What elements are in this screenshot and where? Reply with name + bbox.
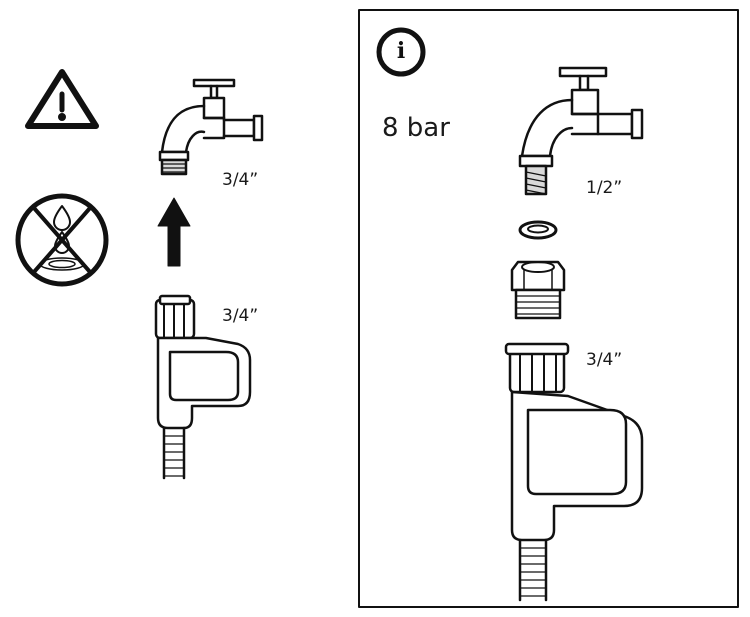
info-circle-icon — [376, 27, 426, 77]
hose-connector-left — [154, 294, 252, 480]
tap-right — [518, 66, 644, 196]
tap-thread-size-label-left: 3/4” — [222, 170, 259, 190]
hose-thread-size-label-right: 3/4” — [586, 350, 623, 370]
pressure-label: 8 bar — [382, 113, 450, 143]
sealing-washer — [518, 220, 558, 240]
info-panel-frame — [358, 9, 739, 608]
tap-left — [158, 78, 264, 176]
arrow-up-icon — [157, 197, 191, 267]
no-dripping-water-icon — [15, 193, 109, 287]
warning-triangle-icon — [25, 69, 99, 129]
hose-thread-size-label-left: 3/4” — [222, 306, 259, 326]
thread-adapter — [510, 260, 566, 320]
tap-thread-size-label-right: 1/2” — [586, 178, 623, 198]
hose-connector-right — [504, 342, 644, 602]
info-icon-glyph: i — [396, 38, 406, 64]
